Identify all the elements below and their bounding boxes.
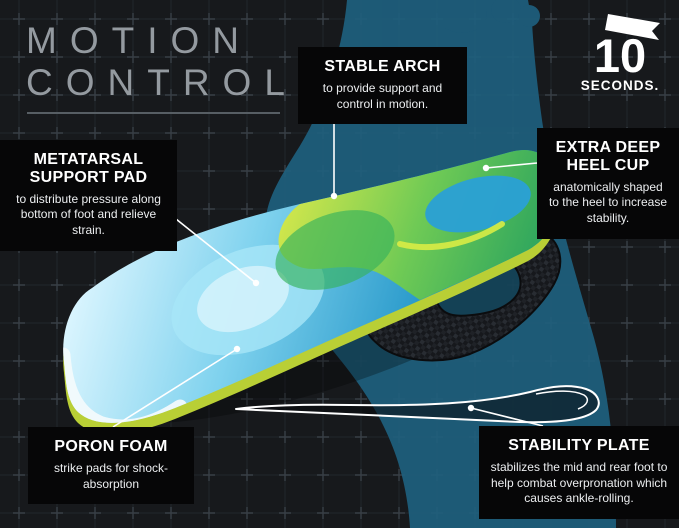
logo-number: 10 — [594, 29, 646, 82]
callout-stable-arch-heading: STABLE ARCH — [324, 58, 441, 75]
pointer-dot-stability-plate — [467, 404, 475, 412]
callout-stable-arch: STABLE ARCH to provide support and contr… — [298, 47, 467, 125]
logo-flag-icon — [605, 14, 660, 40]
logo-word: SECONDS. — [581, 78, 660, 93]
callout-metatarsal-heading: METATARSAL SUPPORT PAD — [29, 151, 148, 186]
callout-stable-arch-body: to provide support and control in motion… — [322, 80, 443, 111]
callout-stability-plate-heading: STABILITY PLATE — [508, 437, 650, 454]
pointer-dot-metatarsal — [252, 279, 260, 287]
callout-heel-cup-heading: EXTRA DEEP HEEL CUP — [555, 139, 661, 174]
callout-poron-foam-body: strike pads for shock-absorption — [53, 460, 169, 491]
stability-plate-drawing — [235, 385, 600, 424]
callout-heel-cup-body: anatomically shaped to the heel to incre… — [548, 179, 668, 225]
leader-line-metatarsal — [175, 218, 257, 284]
page-title: MOTION CONTROL — [26, 20, 298, 104]
pointer-dot-stable-arch — [330, 192, 338, 200]
pointer-dot-heel-cup — [482, 164, 490, 172]
ten-seconds-logo-icon: 10 SECONDS. — [581, 14, 660, 93]
callout-heel-cup: EXTRA DEEP HEEL CUP anatomically shaped … — [537, 128, 679, 239]
leader-dots — [233, 164, 490, 412]
pointer-dot-poron — [233, 345, 241, 353]
callout-poron-foam: PORON FOAM strike pads for shock-absorpt… — [28, 427, 194, 505]
title-line-motion: MOTION — [26, 20, 252, 61]
leader-line-heel-cup — [485, 162, 538, 169]
callout-metatarsal-body: to distribute pressure along bottom of f… — [16, 191, 161, 237]
callout-stability-plate: STABILITY PLATE stabilizes the mid and r… — [479, 426, 679, 519]
insole-surface-details — [63, 149, 559, 423]
leader-line-poron — [112, 348, 238, 428]
title-underline — [27, 112, 280, 114]
callout-metatarsal: METATARSAL SUPPORT PAD to distribute pre… — [0, 140, 177, 251]
leader-line-stability-plate — [470, 407, 544, 427]
leader-lines — [112, 116, 544, 428]
callout-poron-foam-heading: PORON FOAM — [54, 438, 168, 455]
title-line-control: CONTROL — [26, 62, 298, 103]
callout-stability-plate-body: stabilizes the mid and rear foot to help… — [490, 459, 668, 506]
brand-logo: 10 SECONDS. — [574, 8, 666, 103]
